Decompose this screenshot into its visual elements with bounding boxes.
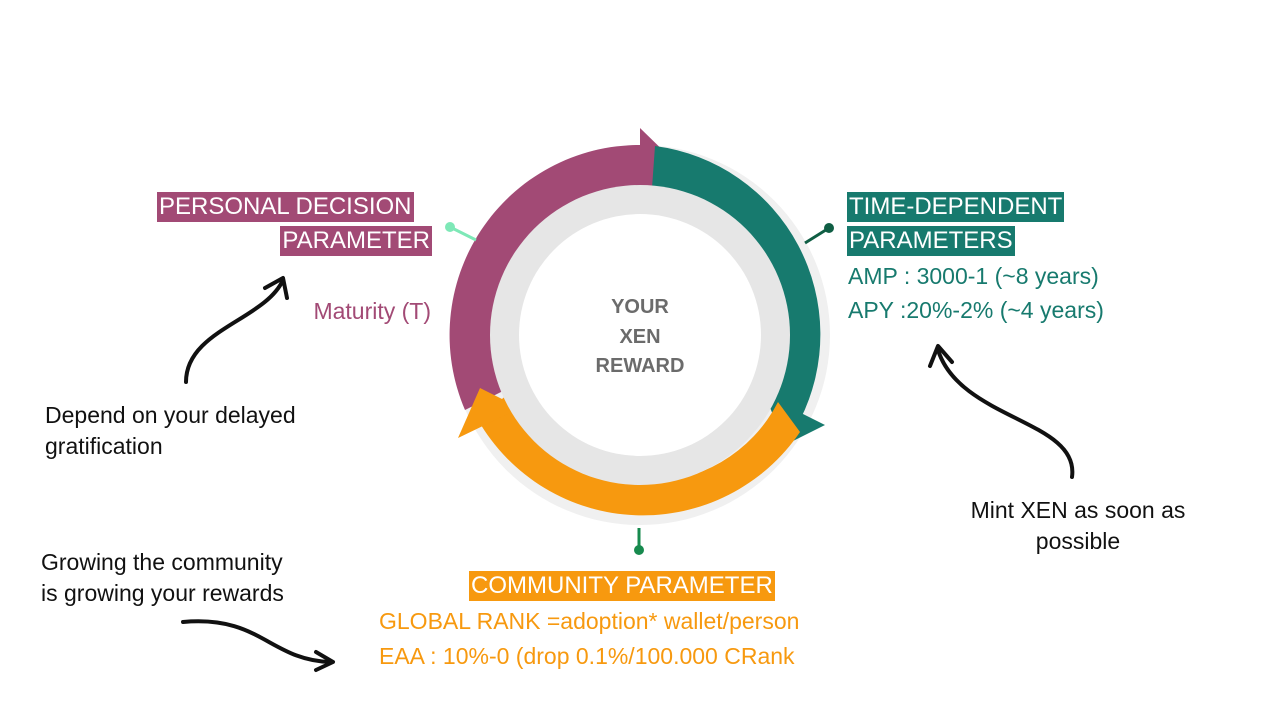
community-note-line2: is growing your rewards [41, 580, 284, 606]
personal-connector-dot [445, 222, 455, 232]
community-note: Growing the community is growing your re… [41, 547, 371, 609]
center-label-line3: REWARD [595, 355, 685, 377]
personal-note-arrow [184, 278, 285, 384]
time-note-arrow [936, 348, 1075, 479]
personal-note: Depend on your delayed gratification [45, 402, 296, 459]
time-arc [652, 146, 821, 420]
time-heading-1: TIME-DEPENDENT [847, 192, 1065, 222]
inner-disc [519, 214, 761, 456]
center-label-line2: XEN [619, 325, 661, 348]
community-item-eaa: EAA : 10%-0 (drop 0.1%/100.000 CRank [379, 643, 795, 669]
time-item-apy: APY :20%-2% (~4 years) [848, 297, 1104, 323]
time-item-amp: AMP : 3000-1 (~8 years) [848, 263, 1099, 289]
community-note-line1: Growing the community [41, 549, 283, 575]
personal-heading-1: PERSONAL DECISION [157, 192, 414, 222]
time-note: Mint XEN as soon as possible [940, 495, 1216, 557]
time-note-arrowhead [928, 344, 954, 368]
personal-note-arrowhead [263, 276, 289, 300]
community-connector-dot [634, 545, 644, 555]
community-note-arrowhead [314, 650, 335, 672]
time-connector-dot [824, 223, 834, 233]
community-arc [478, 392, 800, 516]
community-item-rank: GLOBAL RANK =adoption* wallet/person [379, 608, 800, 634]
personal-arc [449, 144, 640, 410]
community-note-arrow [181, 619, 332, 664]
personal-item: Maturity (T) [313, 298, 431, 324]
time-note-line1: Mint XEN as soon as [970, 497, 1186, 523]
center-label: YOUR XEN REWARD [578, 293, 702, 382]
time-note-line2: possible [1035, 528, 1121, 554]
community-arrowhead [458, 388, 520, 438]
center-label-line1: YOUR [611, 296, 669, 318]
community-heading: COMMUNITY PARAMETER [469, 571, 775, 601]
time-heading-2: PARAMETERS [847, 226, 1015, 256]
personal-heading-2: PARAMETER [280, 226, 432, 256]
